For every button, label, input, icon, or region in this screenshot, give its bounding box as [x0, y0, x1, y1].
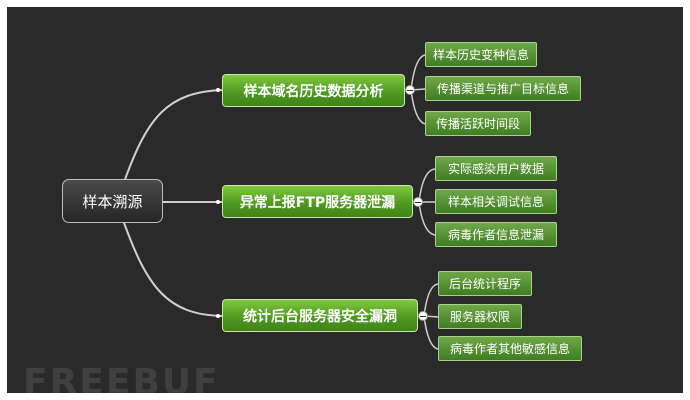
branch-1-anchor-dot	[216, 88, 220, 92]
root-label: 样本溯源	[82, 192, 143, 211]
connector-root-branch-1	[122, 89, 224, 186]
collapse-toggle-icon[interactable]	[418, 311, 428, 321]
branch-label: 统计后台服务器安全漏洞	[243, 308, 397, 325]
leaf-node[interactable]: 后台统计程序	[438, 271, 532, 296]
root-node[interactable]: 样本溯源	[62, 179, 163, 223]
connector-b1-leaf-3	[410, 89, 426, 125]
leaf-node[interactable]: 服务器权限	[438, 304, 522, 329]
connector-b3-leaf-3	[423, 315, 439, 350]
leaf-label: 病毒作者信息泄漏	[447, 228, 544, 242]
leaf-label: 样本相关调试信息	[447, 195, 544, 209]
leaf-node[interactable]: 传播渠道与推广目标信息	[425, 76, 581, 101]
leaf-node[interactable]: 实际感染用户数据	[435, 156, 557, 181]
leaf-node[interactable]: 样本历史变种信息	[425, 42, 537, 67]
branch-2-anchor-dot	[216, 200, 220, 204]
collapse-toggle-icon[interactable]	[405, 85, 415, 95]
leaf-node[interactable]: 样本相关调试信息	[435, 189, 557, 214]
leaf-node[interactable]: 传播活跃时间段	[425, 111, 531, 136]
freebuf-watermark: FREEBUF	[23, 362, 220, 393]
branch-label: 样本域名历史数据分析	[243, 83, 384, 100]
leaf-label: 服务器权限	[449, 310, 510, 324]
leaf-node[interactable]: 病毒作者信息泄漏	[435, 222, 557, 247]
branch-label: 异常上报FTP服务器泄漏	[239, 194, 396, 211]
leaf-label: 传播渠道与推广目标信息	[436, 82, 569, 96]
mindmap-canvas: FREEBUF 样本溯源 样本域名历史数据分析 样本历史变种信息 传播渠道与推广…	[7, 7, 683, 393]
leaf-label: 病毒作者其他敏感信息	[449, 342, 570, 356]
connector-b2-leaf-3	[418, 201, 436, 236]
leaf-label: 传播活跃时间段	[435, 117, 520, 131]
collapse-toggle-icon[interactable]	[413, 197, 423, 207]
leaf-label: 实际感染用户数据	[447, 162, 544, 176]
branch-node-1[interactable]: 样本域名历史数据分析	[222, 74, 405, 107]
connector-b2-leaf-1	[418, 168, 436, 203]
leaf-label: 样本历史变种信息	[432, 48, 529, 62]
branch-node-3[interactable]: 统计后台服务器安全漏洞	[222, 299, 418, 332]
branch-3-anchor-dot	[216, 314, 220, 318]
leaf-node[interactable]: 病毒作者其他敏感信息	[438, 336, 582, 361]
branch-node-2[interactable]: 异常上报FTP服务器泄漏	[222, 185, 413, 218]
connector-b1-leaf-1	[410, 54, 426, 91]
connector-root-branch-3	[122, 219, 224, 317]
leaf-label: 后台统计程序	[448, 277, 521, 291]
